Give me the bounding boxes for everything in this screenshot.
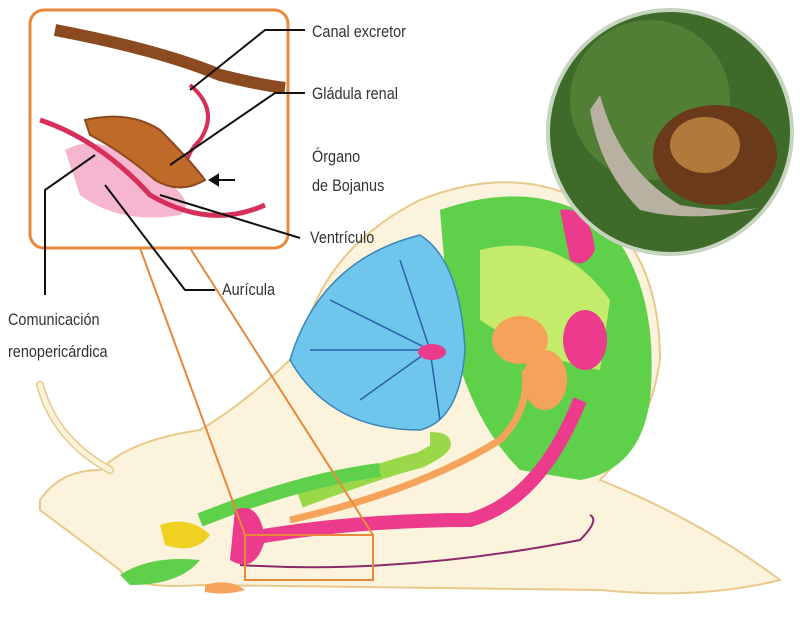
label-organo-line1: Órgano: [312, 147, 361, 166]
pointer-lines: [44, 29, 305, 295]
ventricle-vessel: [39, 117, 267, 218]
heart-area: [418, 344, 446, 360]
label-organo-line2: de Bojanus: [312, 176, 385, 195]
label-canal-excretor: Canal excretor: [312, 22, 406, 41]
label-comunicacion-line1: Comunicación: [8, 310, 100, 329]
nerve: [239, 514, 595, 569]
label-glandula-renal: Gládula renal: [312, 84, 398, 103]
pink-head: [230, 508, 265, 565]
head-ganglion: [160, 521, 210, 549]
canal-excretor: [53, 24, 286, 94]
pink-organ: [563, 310, 607, 370]
orange-organ: [492, 316, 548, 364]
callout-connector: [139, 247, 374, 536]
duct-orange: [289, 369, 530, 524]
lung-vessels: [310, 259, 441, 421]
crop: [197, 463, 381, 527]
bojanus-organ: [83, 115, 207, 189]
photo-shell-highlight: [670, 117, 740, 173]
reproductive-duct: [238, 397, 587, 547]
label-comunicacion-line2: renopericárdica: [8, 342, 108, 361]
tentacle-inner: [37, 382, 113, 473]
intestine: [297, 432, 451, 508]
zoom-region-box: [244, 534, 374, 581]
tentacle: [36, 381, 114, 474]
foot-organ: [205, 582, 245, 594]
lung: [289, 234, 466, 431]
photo-snail-body: [590, 95, 770, 217]
label-ventriculo: Ventrículo: [310, 228, 375, 247]
buccal-mass: [120, 559, 200, 585]
label-auricula: Aurícula: [222, 280, 276, 299]
orange-organ-2: [523, 350, 567, 410]
